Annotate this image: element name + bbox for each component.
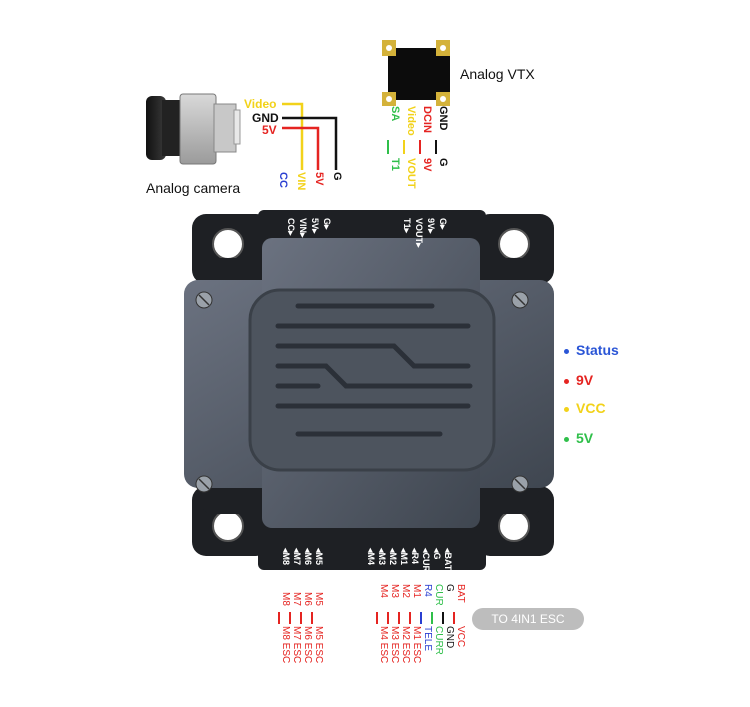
esc-right-dest-bat: VCC — [455, 626, 466, 647]
esc-right-dest-m3: M3 ESC — [389, 626, 400, 663]
esc-right-pin-r4: R4 — [422, 584, 433, 597]
legend-vcc: VCC — [564, 400, 606, 416]
board-top-pin-g: G▸ — [322, 218, 332, 230]
board-bottom-pin-g: ◂G — [432, 547, 442, 560]
esc-left-pin-m5: M5 — [313, 592, 324, 606]
vtx-pin-g-label: G — [437, 158, 449, 167]
camera-wire-5v-label: 5V — [262, 123, 277, 137]
vtx-pin-t1-label: T1 — [389, 158, 401, 171]
board-bottom-pin-r4: ◂R4 — [410, 547, 420, 564]
esc-right-dest-g: GND — [444, 626, 455, 648]
esc-left-pin-m7: M7 — [291, 592, 302, 606]
analog-vtx-image — [382, 40, 450, 106]
legend-vcc-label: VCC — [576, 400, 606, 416]
board-bottom-pin-m5: ◂M5 — [314, 547, 324, 565]
esc-left-pin-m6: M6 — [302, 592, 313, 606]
board-bottom-pin-m6: ◂M6 — [303, 547, 313, 565]
board-bottom-pin-m8: ◂M8 — [281, 547, 291, 565]
board-bottom-pin-cur: ◂CUR — [421, 547, 431, 573]
camera-wires — [282, 102, 338, 170]
camera-wire-video-label: Video — [244, 97, 277, 111]
board-bottom-pin-m4: ◂M4 — [366, 547, 376, 565]
board-bottom-pin-bat: ◂BAT — [443, 547, 453, 571]
vtx-wire-gnd-label: GND — [437, 106, 449, 131]
flight-controller-board — [184, 210, 554, 570]
esc-wires — [278, 612, 455, 624]
board-pin-labels: CC▸VIN▸5V▸G▸T1▸VOUT▸9V▸G▸◂M8◂M7◂M6◂M5◂M4… — [281, 218, 453, 573]
esc-left-dest-m7: M7 ESC — [291, 626, 302, 663]
esc-left-dest-m5: M5 ESC — [313, 626, 324, 663]
board-top-pin-vout: VOUT▸ — [414, 218, 424, 248]
esc-left-dest-m6: M6 ESC — [302, 626, 313, 663]
esc-right-dest-cur: CURR — [433, 626, 444, 655]
vtx-wire-dcin-label: DCIN — [421, 106, 433, 133]
vtx-wire-video-label: Video — [405, 106, 417, 136]
board-bottom-pin-m3: ◂M3 — [377, 547, 387, 565]
camera-pin-labels: G 5V VIN CC — [277, 172, 343, 190]
board-top-pin-g: G▸ — [438, 218, 448, 230]
legend-5v-label: 5V — [576, 430, 594, 446]
legend-5v-dot — [564, 436, 569, 442]
analog-vtx-title: Analog VTX — [460, 66, 535, 82]
analog-camera-title: Analog camera — [146, 180, 241, 196]
esc-right-pin-g: G — [444, 584, 455, 592]
vtx-pin-vout-label: VOUT — [405, 158, 417, 189]
esc-right-dest-m1: M1 ESC — [411, 626, 422, 663]
legend-9v-label: 9V — [576, 372, 594, 388]
camera-pin-vin-label: VIN — [295, 172, 307, 190]
esc-right-dest-m2: M2 ESC — [400, 626, 411, 663]
legend-vcc-dot — [564, 406, 569, 412]
esc-left-dest-m8: M8 ESC — [280, 626, 291, 663]
camera-wire-gnd-label: GND — [252, 111, 279, 125]
legend-status-label: Status — [576, 342, 619, 358]
legend-5v: 5V — [564, 430, 593, 446]
board-bottom-pin-m1: ◂M1 — [399, 547, 409, 565]
board-top-pin-cc: CC▸ — [286, 218, 296, 236]
board-top-pin-9v: 9V▸ — [426, 218, 436, 234]
esc-right-pin-m3: M3 — [389, 584, 400, 598]
vtx-pin-9v-label: 9V — [421, 158, 433, 172]
camera-pin-cc-label: CC — [277, 172, 289, 188]
to-4in1-esc-badge: TO 4IN1 ESC — [472, 608, 584, 630]
esc-right-dest-r4: TELE — [422, 626, 433, 651]
esc-right-pin-m4: M4 — [378, 584, 389, 598]
analog-camera-image — [146, 93, 241, 165]
esc-right-pin-m2: M2 — [400, 584, 411, 598]
board-top-pin-5v: 5V▸ — [310, 218, 320, 234]
esc-pin-labels: M5 M5 ESC M6 M6 ESC M7 M7 ESC M8 M8 ESC BAT VCC G G… — [280, 584, 466, 663]
vtx-wire-sa-label: SA — [389, 106, 401, 121]
legend-9v: 9V — [564, 372, 593, 388]
esc-right-pin-bat: BAT — [455, 584, 466, 603]
esc-left-pin-m8: M8 — [280, 592, 291, 606]
board-bottom-pin-m2: ◂M2 — [388, 547, 398, 565]
esc-right-dest-m4: M4 ESC — [378, 626, 389, 663]
legend-9v-dot — [564, 378, 569, 384]
board-top-pin-t1: T1▸ — [402, 218, 412, 234]
esc-right-pin-cur: CUR — [433, 584, 444, 606]
legend-status-dot — [564, 348, 569, 354]
legend-status: Status — [564, 342, 619, 358]
camera-pin-5v-label: 5V — [313, 172, 325, 186]
board-bottom-pin-m7: ◂M7 — [292, 547, 302, 565]
board-top-pin-vin: VIN▸ — [298, 218, 308, 238]
esc-right-pin-m1: M1 — [411, 584, 422, 598]
camera-pin-g-label: G — [331, 172, 343, 181]
